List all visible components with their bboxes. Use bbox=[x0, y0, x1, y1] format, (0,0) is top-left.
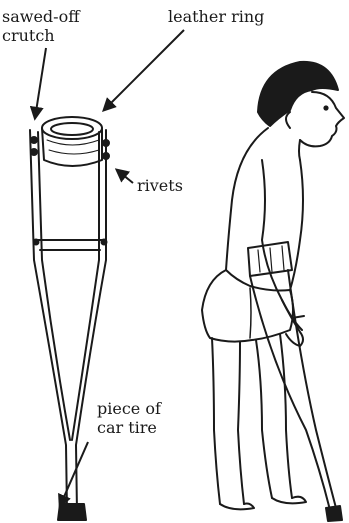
boy-leg-back-inner bbox=[238, 342, 244, 504]
boy-crutch-rail-2 bbox=[288, 270, 336, 508]
label-sawed-off-1: sawed-off bbox=[2, 7, 81, 26]
leather-ring-band bbox=[42, 128, 102, 166]
arrow-leather-ring bbox=[104, 30, 184, 110]
rivet bbox=[103, 140, 109, 146]
crutch-left-rail-outer bbox=[30, 130, 67, 512]
rivet bbox=[31, 137, 37, 143]
boy-face bbox=[300, 92, 344, 146]
crutch-drawing bbox=[30, 117, 109, 520]
boy-hair bbox=[258, 62, 338, 126]
label-tire-1: piece of bbox=[97, 399, 162, 418]
boy-back bbox=[226, 128, 268, 270]
arrow-tire bbox=[60, 442, 88, 506]
boy-shorts bbox=[202, 270, 293, 342]
label-rivets: rivets bbox=[137, 176, 183, 195]
label-leather-ring: leather ring bbox=[168, 7, 264, 26]
arrow-rivets bbox=[117, 170, 133, 183]
crutch-left-rail-inner bbox=[38, 132, 70, 440]
rivet bbox=[31, 149, 37, 155]
tire-tip bbox=[58, 504, 86, 520]
rivet bbox=[103, 153, 109, 159]
boy-leg-back-outer bbox=[212, 338, 220, 504]
boy-leg-front-inner bbox=[280, 334, 292, 498]
rivet bbox=[34, 240, 39, 245]
boy-eye bbox=[324, 106, 327, 109]
rivet bbox=[102, 240, 107, 245]
crutch-right-rail-inner bbox=[72, 132, 99, 440]
boy-foot-back bbox=[220, 504, 254, 510]
boy-ear bbox=[286, 112, 290, 128]
label-tire-2: car tire bbox=[97, 418, 157, 437]
boy-leg-front-outer bbox=[256, 340, 272, 498]
boy-figure bbox=[202, 62, 344, 521]
boy-crutch-tip bbox=[326, 506, 342, 521]
label-sawed-off-2: crutch bbox=[2, 26, 55, 45]
boy-neck bbox=[299, 140, 300, 160]
boy-foot-front bbox=[272, 497, 306, 504]
leather-ring-inner bbox=[51, 123, 93, 135]
arrow-sawed-off bbox=[35, 48, 46, 118]
